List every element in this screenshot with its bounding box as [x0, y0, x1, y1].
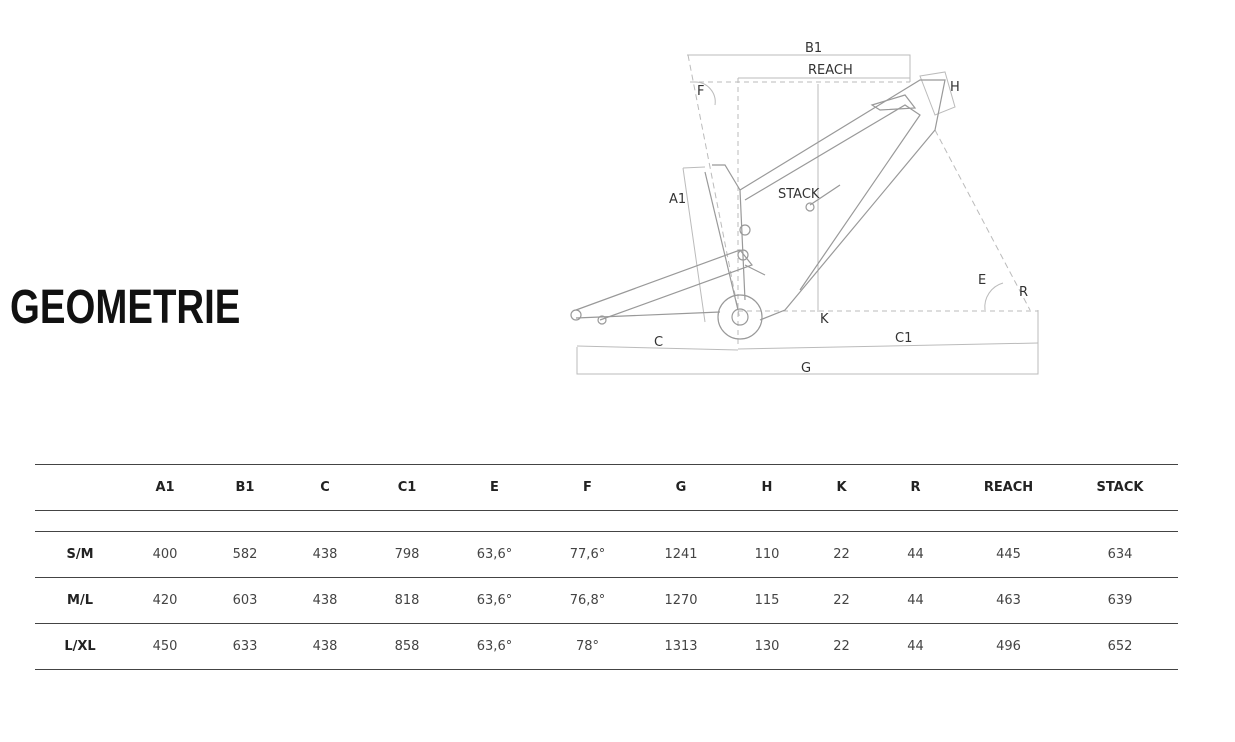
- table-cell: 1270: [635, 577, 727, 624]
- table-cell: 130: [727, 623, 807, 670]
- table-cell: 438: [285, 577, 365, 624]
- table-cell: 44: [876, 623, 955, 670]
- column-header: R: [876, 464, 955, 511]
- column-header: K: [807, 464, 876, 511]
- label-b1: B1: [805, 41, 822, 56]
- page-title: GEOMETRIE: [10, 281, 241, 334]
- table-cell: 22: [807, 531, 876, 578]
- table-cell: 44: [876, 577, 955, 624]
- table-cell: 63,6°: [449, 577, 540, 624]
- table-cell: 798: [365, 531, 449, 578]
- column-header: C1: [365, 464, 449, 511]
- column-header: REACH: [955, 464, 1062, 511]
- table-cell: 639: [1062, 577, 1178, 624]
- label-k: K: [820, 312, 829, 327]
- table-cell: 420: [125, 577, 205, 624]
- column-header: H: [727, 464, 807, 511]
- label-r: R: [1019, 285, 1028, 300]
- frame-outline: [570, 79, 946, 340]
- column-header: G: [635, 464, 727, 511]
- label-c1: C1: [895, 331, 912, 346]
- label-e: E: [978, 273, 986, 288]
- c-line: [576, 345, 739, 351]
- spacer-cell: [35, 510, 1178, 532]
- table-cell: 110: [727, 531, 807, 578]
- table-cell: 78°: [540, 623, 635, 670]
- table-cell: 858: [365, 623, 449, 670]
- table-cell: 438: [285, 623, 365, 670]
- table-cell: 818: [365, 577, 449, 624]
- label-reach: REACH: [808, 63, 853, 78]
- table-cell: 22: [807, 577, 876, 624]
- table-cell: 633: [205, 623, 285, 670]
- b1-dimension: [687, 54, 911, 82]
- column-header: A1: [125, 464, 205, 511]
- table-cell: 63,6°: [449, 623, 540, 670]
- table-cell: 400: [125, 531, 205, 578]
- table-cell: 652: [1062, 623, 1178, 670]
- table-cell: 76,8°: [540, 577, 635, 624]
- table-cell: 22: [807, 623, 876, 670]
- a1-dimension: [682, 166, 706, 323]
- column-header: STACK: [1062, 464, 1178, 511]
- label-c: C: [654, 335, 663, 350]
- label-stack: STACK: [778, 187, 820, 202]
- label-f: F: [697, 84, 704, 99]
- table-cell: 450: [125, 623, 205, 670]
- table-cell: 44: [876, 531, 955, 578]
- column-header: [35, 464, 125, 511]
- table-cell: 1313: [635, 623, 727, 670]
- label-g: G: [801, 361, 811, 376]
- e-angle-arc: [984, 282, 1004, 311]
- column-header: F: [540, 464, 635, 511]
- table-cell: 77,6°: [540, 531, 635, 578]
- column-header: E: [449, 464, 540, 511]
- spacer-row: [35, 510, 1178, 532]
- table-cell: 63,6°: [449, 531, 540, 578]
- f-angle-arc: [694, 81, 716, 106]
- column-header: B1: [205, 464, 285, 511]
- table-cell: 463: [955, 577, 1062, 624]
- size-label: M/L: [35, 577, 125, 624]
- table-cell: 582: [205, 531, 285, 578]
- h-headtube-box: [919, 71, 956, 116]
- c1-line: [737, 342, 1039, 350]
- table-cell: 438: [285, 531, 365, 578]
- label-a1: A1: [669, 192, 686, 207]
- table-cell: 496: [955, 623, 1062, 670]
- column-header: C: [285, 464, 365, 511]
- table-cell: 115: [727, 577, 807, 624]
- table-cell: 603: [205, 577, 285, 624]
- table-cell: 445: [955, 531, 1062, 578]
- label-h: H: [950, 80, 960, 95]
- table-cell: 634: [1062, 531, 1178, 578]
- g-dimension: [576, 310, 1039, 375]
- size-label: L/XL: [35, 623, 125, 670]
- table-cell: 1241: [635, 531, 727, 578]
- size-label: S/M: [35, 531, 125, 578]
